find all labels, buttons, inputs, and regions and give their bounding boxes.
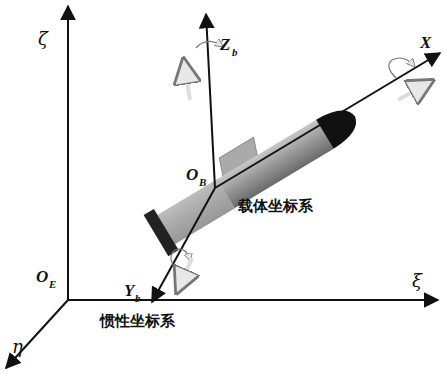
origin-subscript: B [199, 177, 206, 188]
axis-subscript: b [232, 47, 238, 58]
origin-name: O [36, 268, 48, 285]
frame-name: 惯性坐标系 [100, 314, 175, 329]
axis-name: ζ [38, 30, 48, 48]
frame-name: 载体坐标系 [238, 199, 313, 214]
axis-name: ξ [412, 272, 422, 290]
origin-name: O [186, 166, 198, 183]
origin-subscript: E [49, 279, 56, 290]
axis-name: Y [124, 282, 134, 299]
axis-name: η [12, 338, 23, 356]
axis-subscript: b [135, 293, 141, 304]
axis-name: Z [220, 36, 230, 53]
body-axes [152, 14, 440, 302]
torpedo-vehicle [138, 87, 367, 256]
motion-arrows [171, 41, 430, 290]
axis-name: X [420, 34, 431, 51]
inertial-axes [6, 6, 438, 368]
